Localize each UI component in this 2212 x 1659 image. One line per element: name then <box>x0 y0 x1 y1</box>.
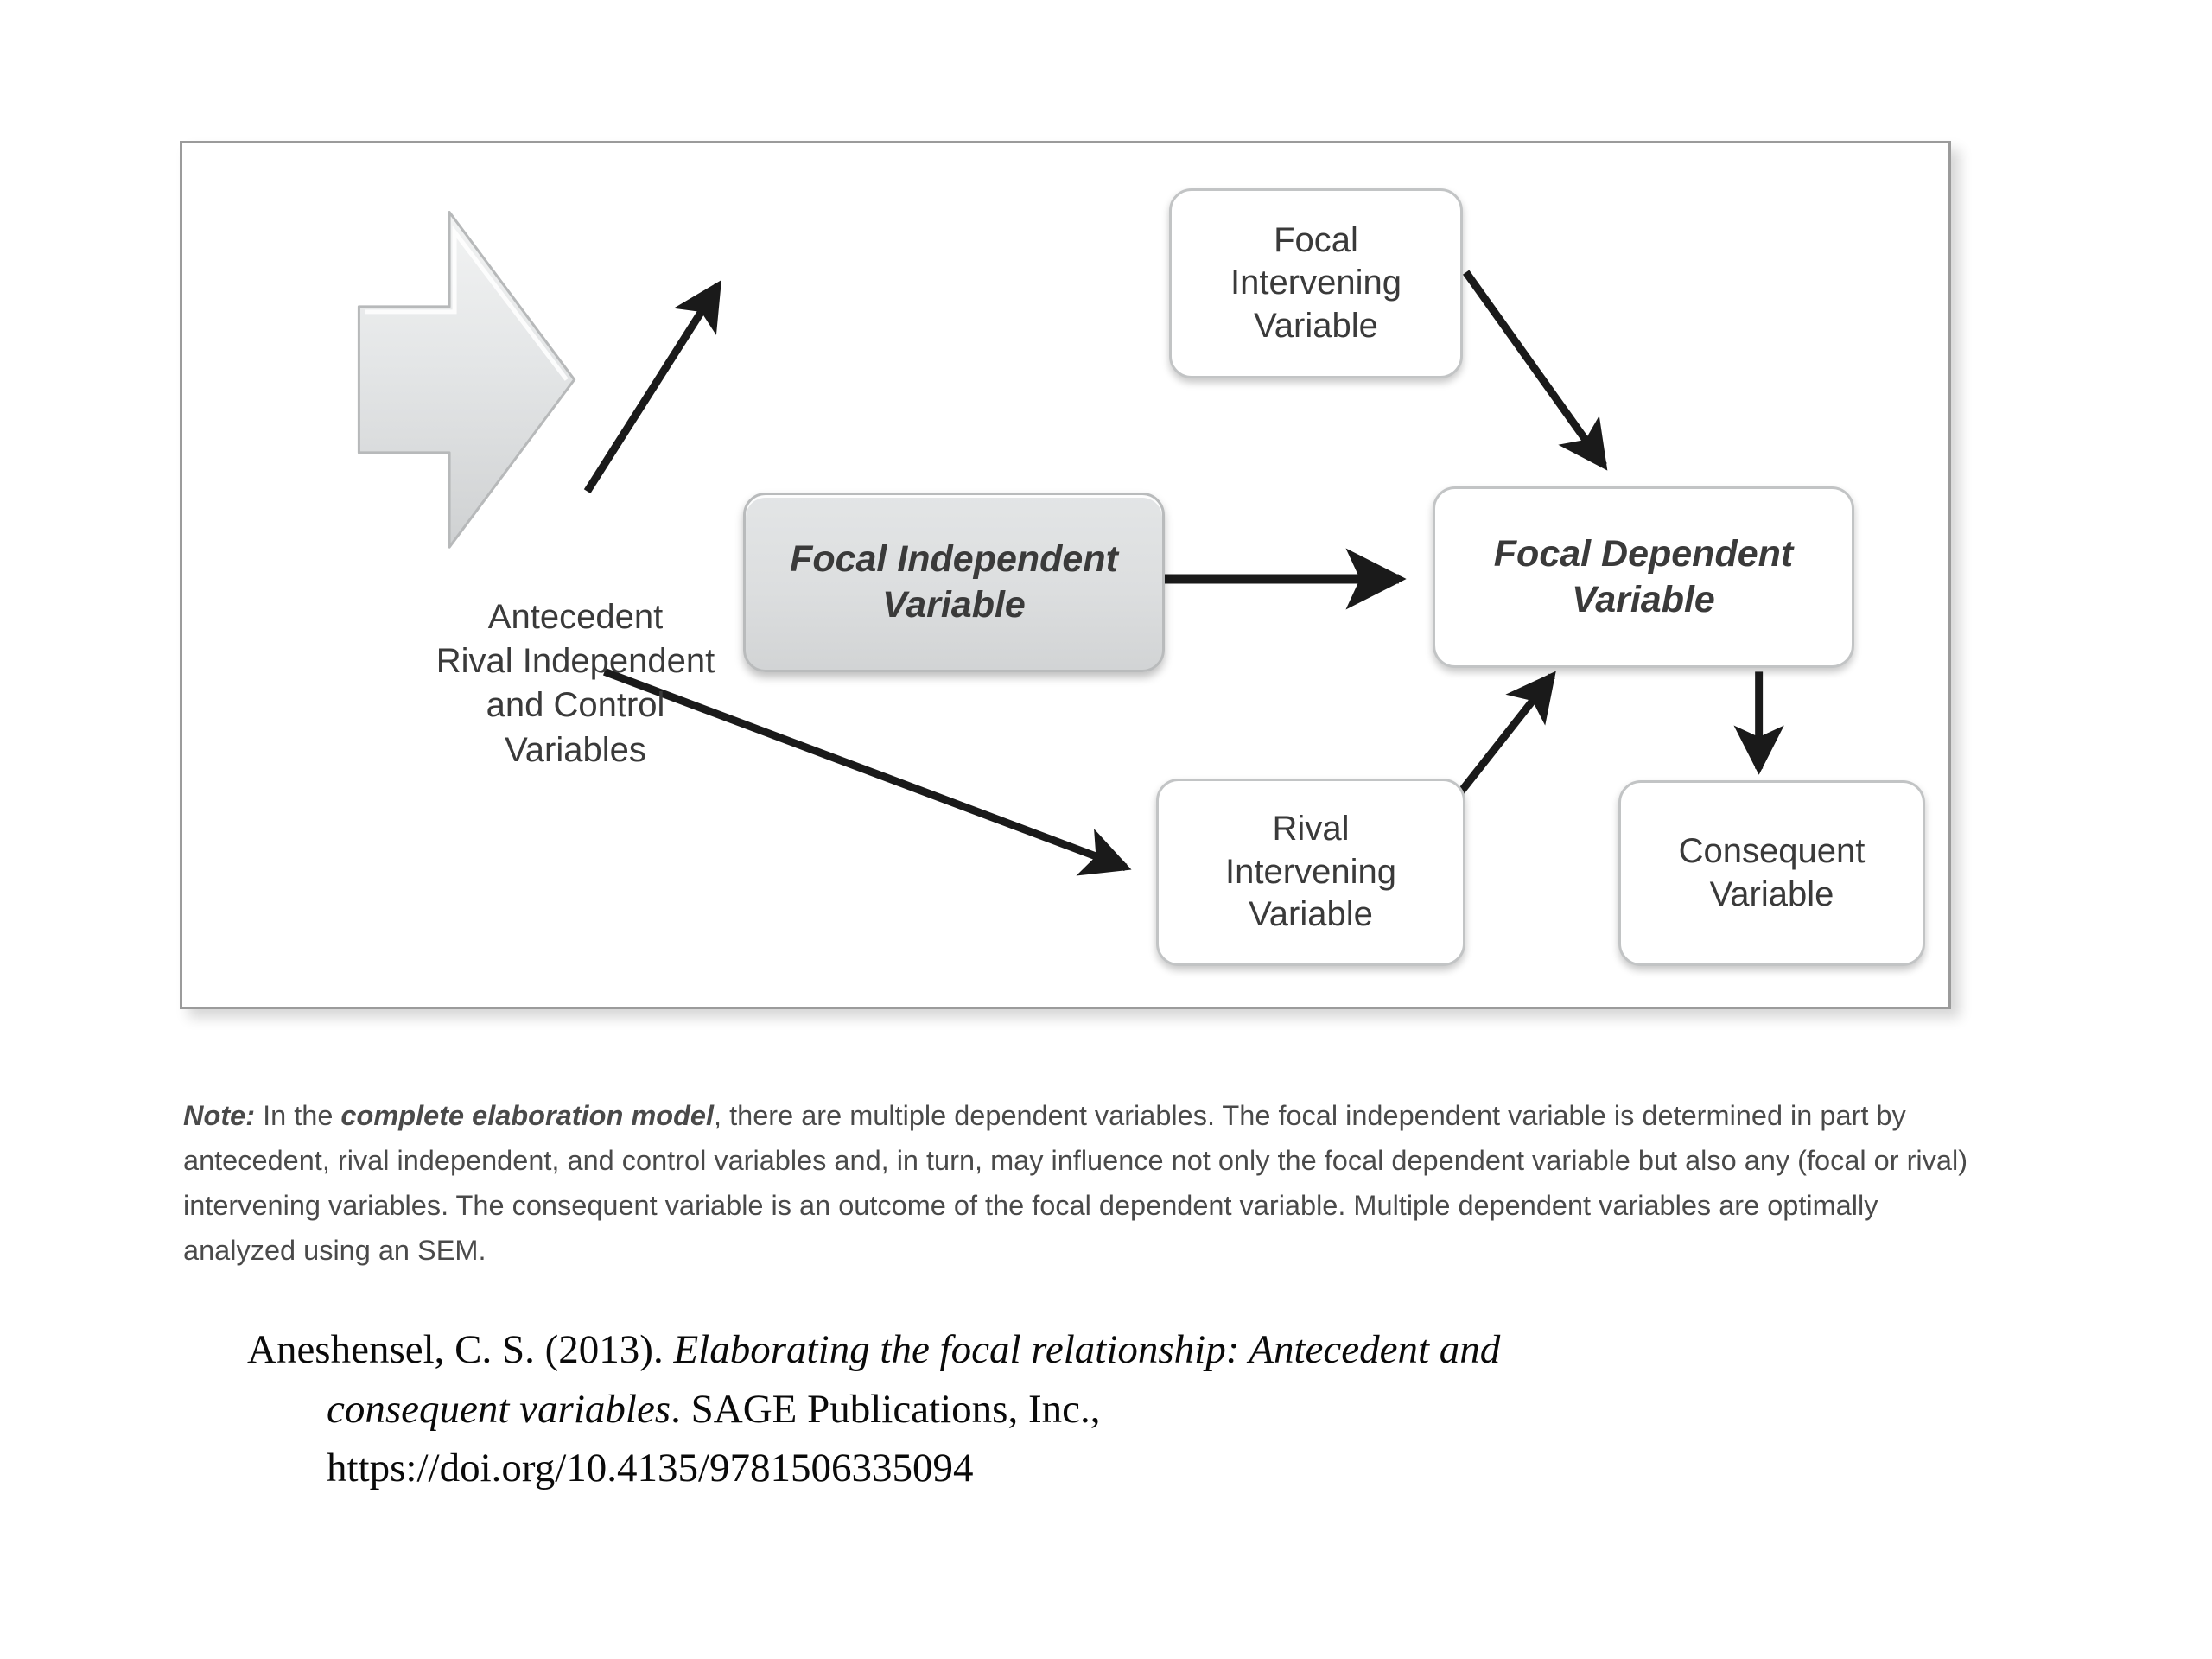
arrow-fintv-to-fdv <box>1462 270 1608 471</box>
citation-line-2: consequent variables. SAGE Publications,… <box>247 1380 1984 1440</box>
node-focal-intervening-variable[interactable]: Focal Intervening Variable <box>1169 188 1463 378</box>
node-focal-dependent-variable[interactable]: Focal Dependent Variable <box>1433 486 1854 668</box>
node-consequent-variable-label: Consequent Variable <box>1678 831 1866 913</box>
citation: Aneshensel, C. S. (2013). Elaborating th… <box>247 1320 1984 1498</box>
citation-title-part-2: consequent variables <box>327 1386 671 1432</box>
figure-note-prefix: Note: <box>183 1099 256 1131</box>
node-focal-independent-variable-label: Focal Independent Variable <box>790 537 1118 626</box>
node-focal-intervening-variable-label: Focal Intervening Variable <box>1230 220 1402 345</box>
citation-title-part-1: Elaborating the focal relationship: Ante… <box>673 1327 1501 1372</box>
antecedent-rival-control-variables-label: Antecedent Rival Independent and Control… <box>390 595 761 772</box>
citation-line-1: Aneshensel, C. S. (2013). Elaborating th… <box>247 1320 1984 1380</box>
figure-panel: Antecedent Rival Independent and Control… <box>180 141 1951 1009</box>
antecedent-label-text: Antecedent Rival Independent and Control… <box>435 598 715 769</box>
citation-author-year: Aneshensel, C. S. (2013). <box>247 1327 674 1372</box>
node-focal-dependent-variable-label: Focal Dependent Variable <box>1493 532 1794 620</box>
figure-note: Note: In the complete elaboration model,… <box>183 1093 1993 1273</box>
figure-note-emphasis: complete elaboration model <box>340 1099 715 1131</box>
antecedent-block-arrow-icon <box>357 211 576 549</box>
citation-publisher: . SAGE Publications, Inc., <box>671 1386 1101 1432</box>
figure-note-segment-2: , there are multiple dependent variables… <box>183 1099 1968 1266</box>
arrow-fiv-to-fintv <box>583 279 722 493</box>
arrow-fiv-to-rintv <box>602 668 1132 876</box>
node-rival-intervening-variable-label: Rival Intervening Variable <box>1225 810 1396 934</box>
node-rival-intervening-variable[interactable]: Rival Intervening Variable <box>1156 779 1465 966</box>
node-consequent-variable[interactable]: Consequent Variable <box>1618 780 1925 966</box>
node-focal-independent-variable[interactable]: Focal Independent Variable <box>743 493 1165 672</box>
citation-line-3-doi: https://doi.org/10.4135/9781506335094 <box>327 1446 974 1491</box>
figure-note-segment-1: In the <box>255 1099 341 1131</box>
